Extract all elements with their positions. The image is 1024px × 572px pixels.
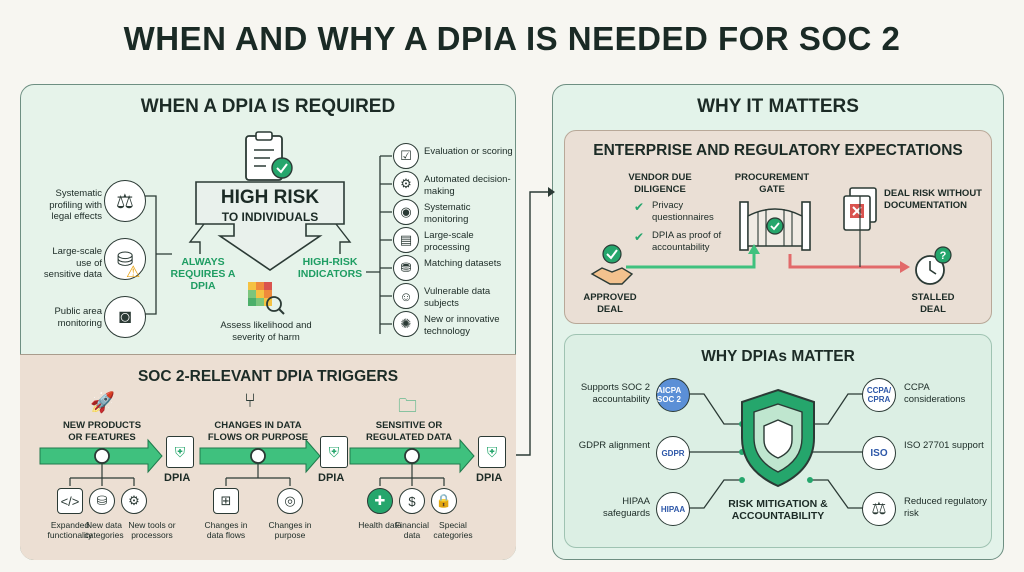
indicators-bracket	[366, 155, 392, 334]
vendor-item-label: DPIA as proof of accountability	[652, 230, 722, 253]
dpia-document-icon: ⛨	[166, 436, 194, 468]
lock-icon: 🔒	[431, 488, 457, 514]
scales-icon: ⚖	[862, 492, 896, 526]
stalled-clock-icon: ?	[912, 246, 952, 286]
why-it-matters-heading: WHY IT MATTERS	[697, 96, 859, 117]
dpia-benefit-label: Supports SOC 2 accountability	[580, 382, 650, 405]
trigger-item-label: Changes in data flows	[204, 520, 248, 540]
high-risk-heading: HIGH RISK	[220, 187, 320, 208]
shield-icon	[736, 386, 820, 490]
gears-icon: ⚙	[121, 488, 147, 514]
server-icon: ▤	[393, 227, 419, 253]
code-icon: </>	[57, 488, 83, 514]
trigger-item-label: Special categories	[433, 520, 473, 540]
dpia-label: DPIA	[476, 472, 503, 484]
trigger-item-label: Financial data	[394, 520, 430, 540]
trigger-flow-arrows	[39, 438, 475, 486]
trigger-item-label: Expanded functionality	[47, 520, 93, 540]
robot-icon: ⚙	[393, 171, 419, 197]
dpia-label: DPIA	[164, 472, 191, 484]
check-icon: ✔	[634, 200, 645, 214]
coins-icon: $	[399, 488, 425, 514]
trigger-item-label: New tools or processors	[128, 520, 176, 540]
soc2-triggers-heading: SOC 2-RELEVANT DPIA TRIGGERS	[137, 368, 399, 385]
when-required-heading: WHEN A DPIA IS REQUIRED	[140, 96, 396, 117]
deal-risk-document-icon	[842, 186, 882, 232]
always-item-label: Large-scale use of sensitive data	[43, 246, 102, 280]
always-requires-label: ALWAYS REQUIRES A DPIA	[170, 256, 236, 292]
lightbulb-icon: ✺	[393, 311, 419, 337]
always-item-label: Public area monitoring	[54, 306, 102, 329]
vendor-due-diligence-title: VENDOR DUE DILIGENCE	[628, 172, 692, 195]
enterprise-heading: ENTERPRISE AND REGULATORY EXPECTATIONS	[593, 142, 963, 159]
clipboard-check-icon: ☑	[393, 143, 419, 169]
always-bracket	[142, 195, 172, 315]
risk-matrix-icon	[246, 280, 286, 316]
dpia-benefit-label: ISO 27701 support	[904, 440, 984, 451]
dpia-benefit-label: Reduced regulatory risk	[904, 496, 987, 519]
datasets-icon: ⛃	[393, 255, 419, 281]
trigger-group-title: SENSITIVE OR REGULATED DATA	[365, 420, 453, 443]
high-risk-arrow-block	[188, 181, 352, 271]
indicator-label: Vulnerable data subjects	[424, 286, 491, 309]
assess-harm-label: Assess likelihood and severity of harm	[220, 320, 312, 343]
indicator-label: Systematic monitoring	[424, 202, 471, 225]
database-icon: ⛁	[89, 488, 115, 514]
warning-icon: ⚠	[126, 264, 141, 281]
split-arrow-icon: ⑂	[244, 390, 256, 412]
trigger-item-label: Changes in purpose	[268, 520, 312, 540]
trigger-item-label: Health data	[358, 520, 402, 530]
iso-badge-icon: ISO	[862, 436, 896, 470]
handshake-icon	[590, 244, 634, 288]
always-item-label: Systematic profiling with legal effects	[49, 188, 102, 222]
deal-risk-label: DEAL RISK WITHOUT DOCUMENTATION	[884, 188, 982, 211]
stalled-deal-label: STALLED DEAL	[911, 292, 955, 315]
indicator-label: Evaluation or scoring	[424, 146, 513, 157]
dpia-label: DPIA	[318, 472, 345, 484]
hipaa-badge-icon: HIPAA	[656, 492, 690, 526]
indicator-label: Matching datasets	[424, 258, 502, 269]
dpia-benefit-label: HIPAA safeguards	[602, 496, 650, 519]
rocket-icon: 🚀	[90, 392, 115, 414]
procurement-gate-label: PROCUREMENT GATE	[734, 172, 810, 195]
dpia-document-icon: ⛨	[320, 436, 348, 468]
indicator-label: Automated decision-making	[424, 174, 511, 197]
indicator-label: New or innovative technology	[424, 314, 500, 337]
to-individuals-label: TO INDIVIDUALS	[221, 210, 319, 224]
approved-deal-label: APPROVED DEAL	[583, 292, 637, 315]
flowchart-icon: ⊞	[213, 488, 239, 514]
vendor-item-label: Privacy questionnaires	[652, 200, 714, 223]
people-icon: ☺	[393, 283, 419, 309]
trigger-group-title: CHANGES IN DATA FLOWS OR PURPOSE	[207, 420, 309, 443]
ccpa-badge-icon: CCPA/ CPRA	[862, 378, 896, 412]
profiling-gavel-icon: ⚖	[104, 180, 146, 222]
dpia-benefit-label: GDPR alignment	[578, 440, 650, 451]
indicator-label: Large-scale processing	[424, 230, 474, 253]
soc2-badge-icon: AICPA SOC 2	[656, 378, 690, 412]
folder-lock-icon: 🗀	[398, 396, 418, 417]
trigger-group-title: NEW PRODUCTS OR FEATURES	[62, 420, 142, 443]
gate-icon	[736, 196, 814, 252]
cctv-camera-icon: ◙	[104, 296, 146, 338]
eye-icon: ◉	[393, 199, 419, 225]
page-title: WHEN AND WHY A DPIA IS NEEDED FOR SOC 2	[123, 20, 901, 57]
why-dpias-matter-heading: WHY DPIAs MATTER	[701, 348, 855, 365]
database-warning-icon: ⛁	[104, 238, 146, 280]
trigger-item-label: New data categories	[84, 520, 124, 540]
check-icon: ✔	[634, 230, 645, 244]
risk-mitigation-label: RISK MITIGATION & ACCOUNTABILITY	[728, 498, 828, 522]
clipboard-check-icon	[238, 131, 296, 182]
svg-text:?: ?	[940, 250, 947, 262]
gdpr-badge-icon: GDPR	[656, 436, 690, 470]
health-cross-icon: ✚	[367, 488, 393, 514]
dpia-benefit-label: CCPA considerations	[904, 382, 966, 405]
dpia-document-icon: ⛨	[478, 436, 506, 468]
high-risk-indicators-label: HIGH-RISK INDICATORS	[297, 256, 363, 280]
target-icon: ◎	[277, 488, 303, 514]
